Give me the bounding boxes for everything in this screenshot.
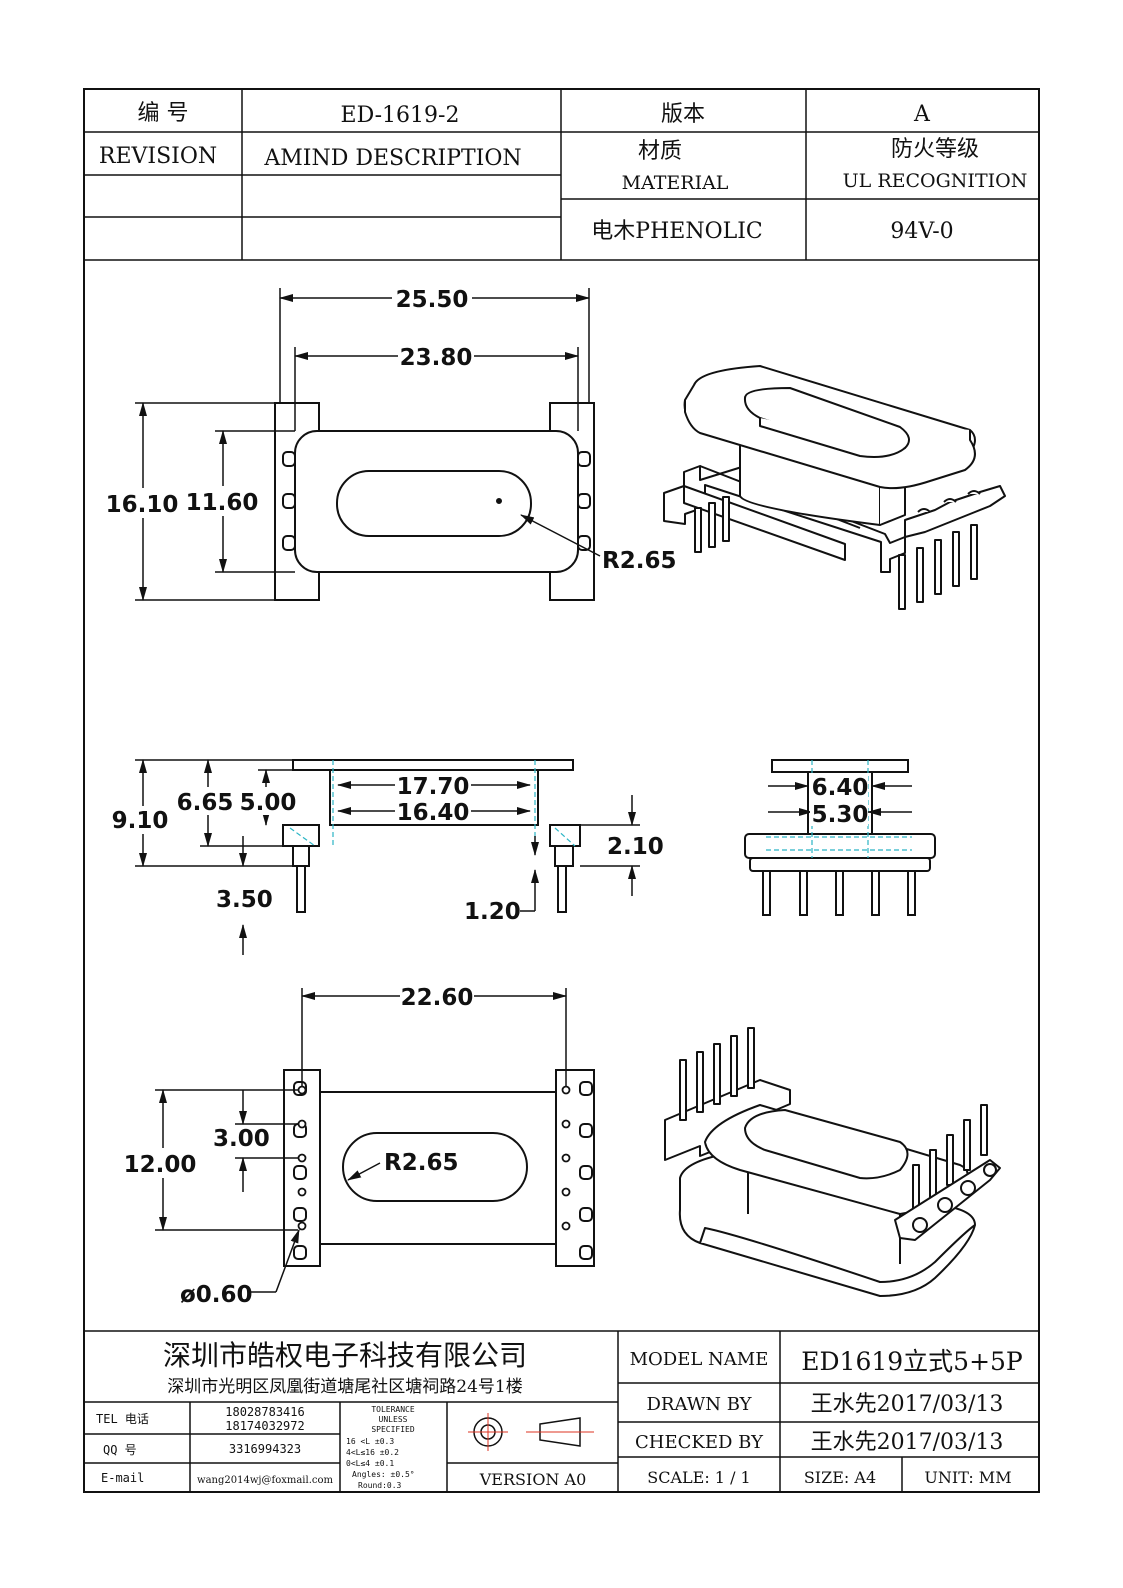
dim-top-height-inner: 11.60 — [186, 490, 259, 516]
dim-side-total-height: 9.10 — [112, 808, 169, 834]
company-address: 深圳市光明区凤凰街道塘尾社区塘祠路24号1楼 — [167, 1377, 522, 1397]
model-name-label: MODEL NAME — [630, 1349, 769, 1370]
tolerance-unless: UNLESS — [379, 1415, 408, 1424]
isometric-view-bottom — [664, 1027, 1001, 1297]
qq-label: QQ 号 — [103, 1443, 137, 1457]
tolerance-round: Round:0.3 — [358, 1481, 402, 1490]
end-view-dimensions — [768, 782, 912, 816]
dim-top-width-outer: 25.50 — [396, 287, 469, 313]
tolerance-row-3: 0<L≤4 ±0.1 — [346, 1459, 394, 1468]
bottom-view — [283, 1069, 595, 1267]
version-value: A — [913, 102, 931, 127]
fire-label-cn: 防火等级 — [891, 137, 979, 162]
tolerance-specified: SPECIFIED — [371, 1425, 415, 1434]
checked-by-label: CHECKED BY — [635, 1432, 764, 1453]
tel-value-1: 18028783416 — [225, 1405, 304, 1419]
tolerance-row-2: 4<L≤16 ±0.2 — [346, 1448, 399, 1457]
amind-description-label: AMIND DESCRIPTION — [263, 146, 521, 171]
tolerance-angles: Angles: ±0.5° — [352, 1470, 415, 1479]
material-label-cn: 材质 — [638, 139, 682, 164]
dim-top-radius: R2.65 — [602, 548, 676, 574]
dim-side-length-outer: 17.70 — [397, 774, 470, 800]
fire-value: 94V-0 — [890, 219, 953, 244]
number-label: 编 号 — [138, 101, 189, 126]
number-value: ED-1619-2 — [341, 103, 460, 128]
email-label: E-mail — [101, 1471, 144, 1485]
dim-bottom-radius: R2.65 — [384, 1150, 458, 1176]
drawn-by-label: DRAWN BY — [646, 1394, 752, 1415]
tel-value-2: 18174032972 — [225, 1419, 304, 1433]
dim-end-width-outer: 6.40 — [812, 775, 869, 801]
email-value: wang2014wj@foxmail.com — [197, 1475, 333, 1486]
dim-side-pin-step: 1.20 — [464, 899, 521, 925]
title-block-grid — [84, 1330, 1039, 1492]
dim-side-length-inner: 16.40 — [397, 800, 470, 826]
size-label: SIZE: A4 — [804, 1468, 876, 1487]
checked-by-value: 王水先2017/03/13 — [811, 1430, 1004, 1455]
fire-label-en: UL RECOGNITION — [843, 170, 1028, 192]
side-view-hidden-lines — [289, 760, 576, 847]
revision-label: REVISION — [99, 144, 217, 169]
unit-label: UNIT: MM — [924, 1468, 1011, 1487]
dim-side-base: 2.10 — [607, 834, 664, 860]
dim-side-flange-height: 6.65 — [177, 790, 234, 816]
dim-bottom-span: 22.60 — [401, 985, 474, 1011]
tel-label: TEL 电话 — [96, 1412, 149, 1426]
projection-symbol — [468, 1413, 594, 1451]
scale-label: SCALE: 1 / 1 — [647, 1468, 750, 1487]
dim-bottom-height: 12.00 — [124, 1152, 197, 1178]
qq-value: 3316994323 — [229, 1442, 301, 1456]
dim-top-height-outer: 16.10 — [106, 492, 179, 518]
version-a0: VERSION A0 — [479, 1470, 587, 1489]
tolerance-title: TOLERANCE — [371, 1405, 415, 1414]
dim-bottom-pin-dia: ø0.60 — [180, 1282, 253, 1308]
dim-side-body-height: 5.00 — [240, 790, 297, 816]
dim-bottom-pitch: 3.00 — [213, 1126, 270, 1152]
model-name-value: ED1619立式5+5P — [801, 1347, 1023, 1376]
header-table — [84, 89, 1039, 261]
company-name: 深圳市皓权电子科技有限公司 — [163, 1339, 527, 1372]
material-value: 电木PHENOLIC — [591, 219, 762, 244]
dim-top-width-inner: 23.80 — [400, 345, 473, 371]
tolerance-row-1: 16 <L ±0.3 — [346, 1437, 394, 1446]
isometric-view-top — [663, 365, 1006, 610]
dim-side-pin-offset: 3.50 — [216, 887, 273, 913]
version-label: 版本 — [661, 102, 705, 127]
top-view — [274, 402, 595, 601]
material-label-en: MATERIAL — [622, 172, 729, 194]
drawn-by-value: 王水先2017/03/13 — [811, 1392, 1004, 1417]
dim-end-width-inner: 5.30 — [812, 802, 869, 828]
bottom-view-dimensions — [155, 988, 567, 1293]
